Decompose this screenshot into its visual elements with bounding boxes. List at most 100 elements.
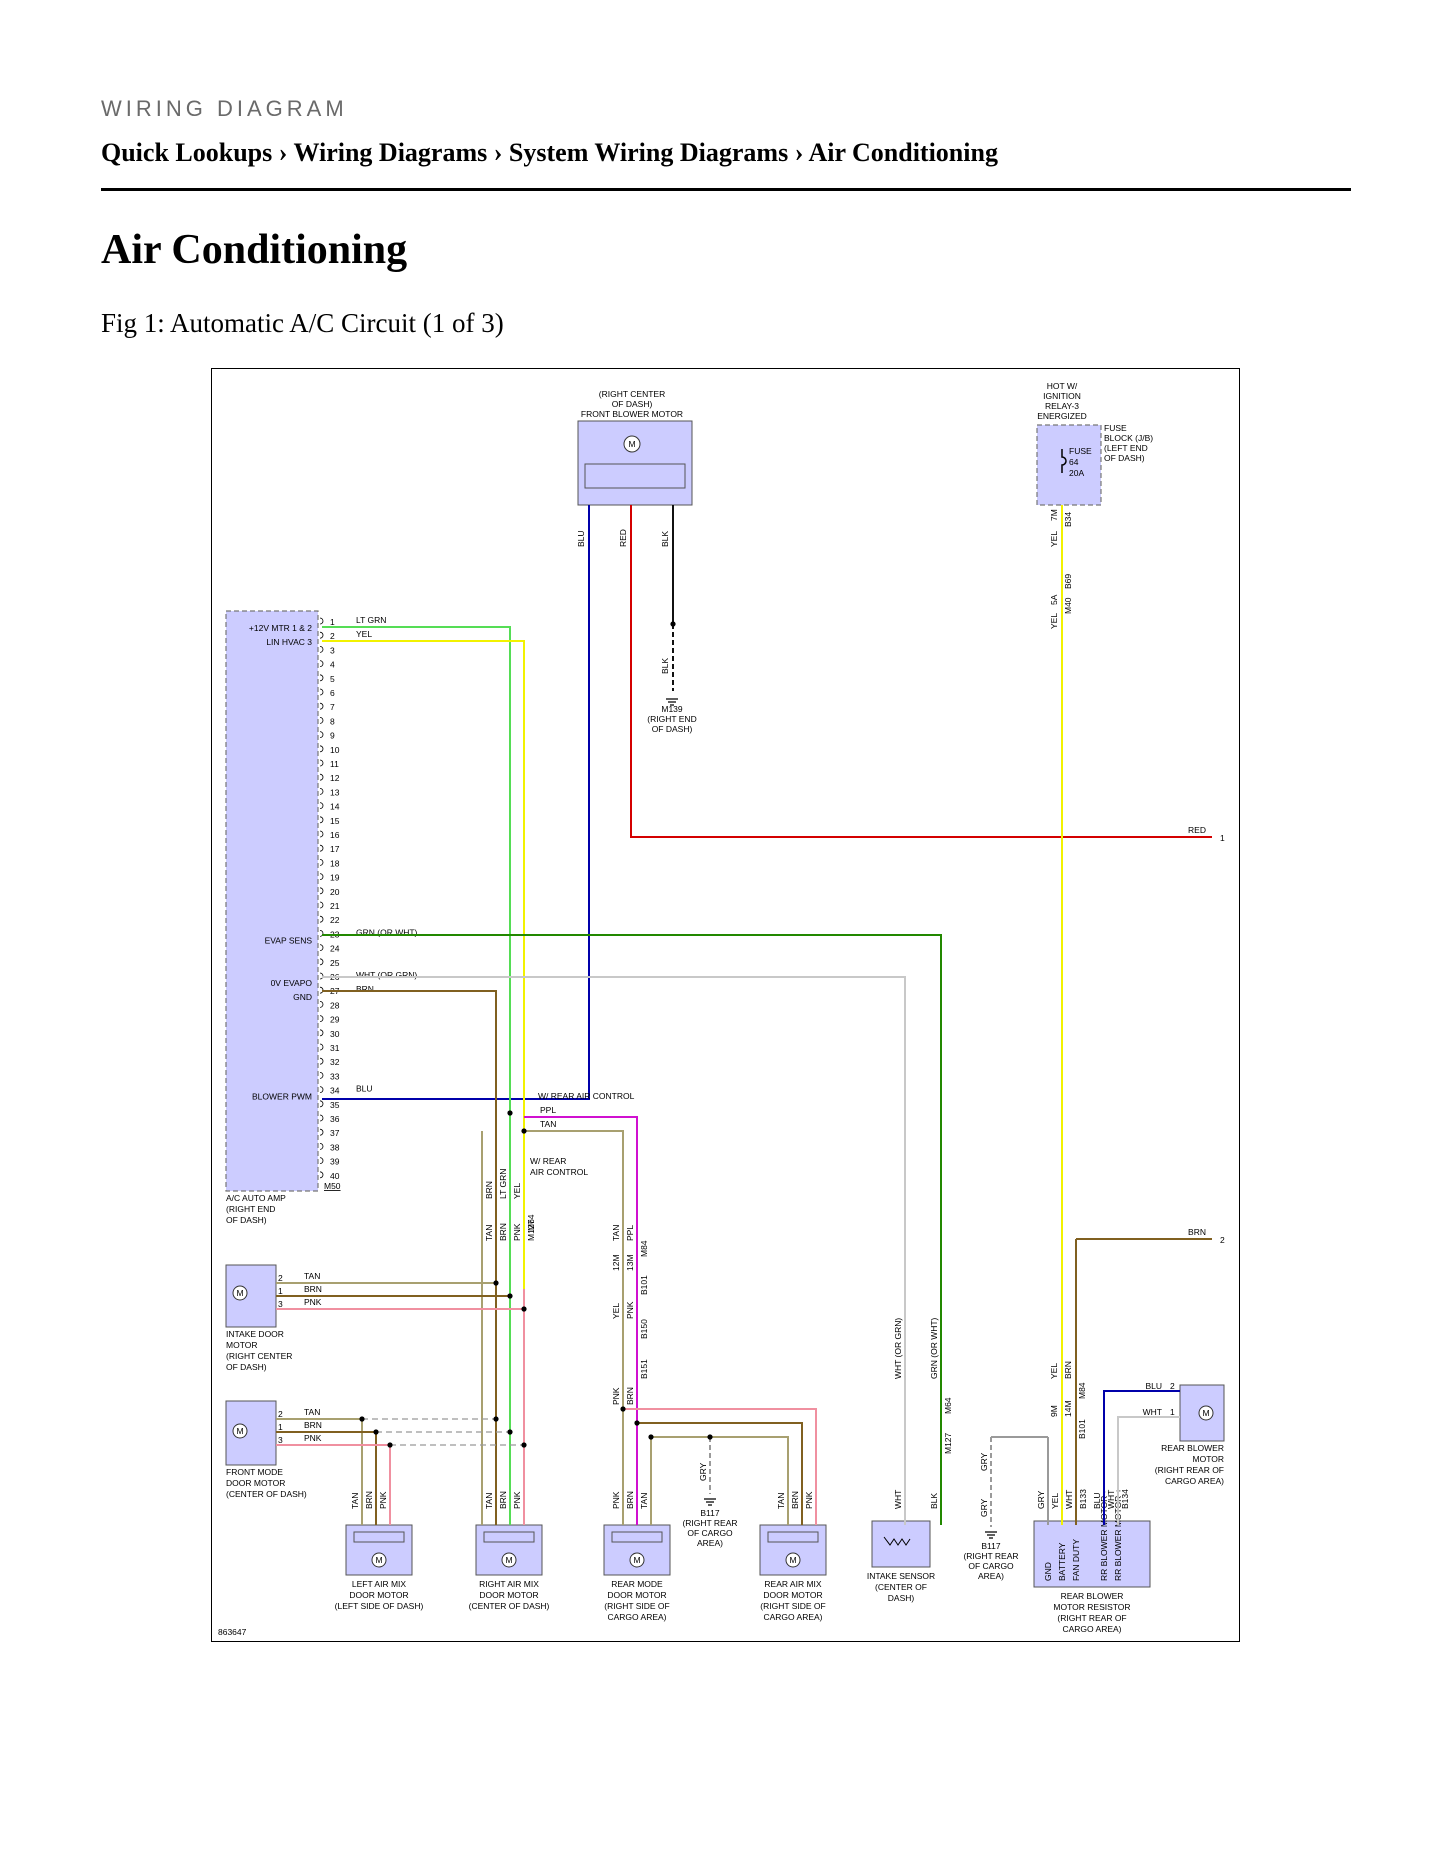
- vertical-wire-label: BRN: [364, 1491, 374, 1509]
- connector-terminal-icon: [319, 1157, 324, 1164]
- amp-pin-number: 29: [330, 1015, 340, 1025]
- breadcrumb-separator: ›: [794, 138, 804, 167]
- ltgrn-wire: [322, 626, 511, 1525]
- vertical-wire-label: YEL: [1049, 1363, 1059, 1379]
- vertical-wire-label: PNK: [804, 1491, 814, 1509]
- front-blower-label: FRONT BLOWER MOTOR: [581, 409, 683, 419]
- left-airmix-label: DOOR MOTOR: [349, 1590, 408, 1600]
- ground-icon: [985, 1531, 997, 1539]
- wire-label-pnk: PNK: [304, 1433, 322, 1443]
- pnk-wire: [276, 1444, 391, 1525]
- vertical-wire-label: M84: [1077, 1382, 1087, 1399]
- rear-airmix-label: (RIGHT SIDE OF: [760, 1601, 826, 1611]
- vertical-wire-label: YEL: [512, 1183, 522, 1199]
- ground-label: (RIGHT END: [647, 714, 696, 724]
- splice-dot: [359, 1416, 365, 1422]
- pin-number: 2: [278, 1273, 283, 1283]
- vertical-wire-label: B133: [1078, 1489, 1088, 1509]
- left-airmix-label: (LEFT SIDE OF DASH): [335, 1601, 424, 1611]
- connector-terminal-icon: [319, 944, 324, 951]
- tan-wire: [651, 1436, 789, 1525]
- brn-wire: [637, 1422, 803, 1525]
- vertical-wire-label: TAN: [611, 1225, 621, 1241]
- front-blower-motor-body: [577, 420, 693, 506]
- amp-pin-number: 30: [330, 1029, 340, 1039]
- fuse-block-body: [1036, 424, 1102, 506]
- blu-wire: [322, 505, 590, 1100]
- vertical-wire-label: B101: [639, 1275, 649, 1295]
- amp-pin-number: 5: [330, 674, 335, 684]
- vertical-wire-label: M40: [1063, 597, 1073, 614]
- connector-terminal-icon: [319, 1072, 324, 1079]
- amp-pin-number: 14: [330, 802, 340, 812]
- intake-sensor-label: DASH): [888, 1593, 915, 1603]
- fuse-label: FUSE: [1069, 446, 1092, 456]
- ground-b117-label: AREA): [978, 1571, 1004, 1581]
- amp-pin-name: 0V EVAPO: [271, 978, 313, 988]
- breadcrumb-wiring-diagrams[interactable]: Wiring Diagrams: [293, 138, 488, 167]
- intake-sensor: [871, 1520, 931, 1568]
- amp-pin-number: 18: [330, 858, 340, 868]
- splice-dot: [493, 1416, 499, 1422]
- right-airmix-motor: M: [475, 1524, 543, 1576]
- connector-terminal-icon: [319, 844, 324, 852]
- connector-terminal-icon: [319, 759, 324, 767]
- fuse-label: 64: [1069, 457, 1079, 467]
- wire-label-brn: BRN: [304, 1284, 322, 1294]
- wire-label-ppl: PPL: [540, 1105, 556, 1115]
- offpage-ref: 2: [1220, 1235, 1225, 1245]
- vertical-wire-label: M84: [639, 1240, 649, 1257]
- vertical-wire-label: WHT (OR GRN): [893, 1318, 903, 1379]
- vertical-wire-label: GRY: [979, 1452, 989, 1471]
- front-mode-label: DOOR MOTOR: [226, 1478, 285, 1488]
- vertical-wire-label: BRN: [625, 1491, 635, 1509]
- vertical-wire-label: TAN: [484, 1493, 494, 1509]
- breadcrumb-quick-lookups[interactable]: Quick Lookups: [101, 138, 273, 167]
- connector-terminal-icon: [319, 773, 324, 781]
- vertical-wire-label: WHT: [1064, 1490, 1074, 1509]
- amp-pin-wire-label: LT GRN: [356, 615, 386, 625]
- left-airmix-motor: M: [345, 1524, 413, 1576]
- ac-auto-amp-body: [225, 610, 319, 1192]
- ground-b117-label: (RIGHT REAR: [682, 1518, 737, 1528]
- hot-label: IGNITION: [1043, 391, 1081, 401]
- connector-terminal-icon: [319, 1043, 324, 1051]
- vertical-wire-label: B69: [1063, 574, 1073, 589]
- amp-pin-name: EVAP SENS: [265, 935, 313, 945]
- breadcrumb-system-wiring-diagrams[interactable]: System Wiring Diagrams: [508, 138, 789, 167]
- vertical-wire-label: PNK: [512, 1491, 522, 1509]
- connector-terminal-icon: [319, 958, 324, 966]
- blu-wire: [1103, 1390, 1180, 1525]
- motor-icon: M: [236, 1288, 243, 1298]
- w-rear-label: W/ REAR AIR CONTROL: [538, 1091, 635, 1101]
- motor-icon: [232, 1423, 248, 1439]
- pin-number: 3: [278, 1299, 283, 1309]
- vertical-wire-label: 13M: [625, 1254, 635, 1271]
- connector-terminal-icon: [319, 887, 324, 895]
- vertical-wire-label: B101: [1077, 1419, 1087, 1439]
- splice-dot: [670, 621, 676, 627]
- section-kicker: WIRING DIAGRAM: [101, 96, 348, 121]
- connector-terminal-icon: [319, 1114, 324, 1122]
- splice-dot: [521, 1128, 527, 1134]
- wire-label-wht: WHT: [1143, 1407, 1162, 1417]
- wire-label-tan: TAN: [304, 1271, 320, 1281]
- rear-mode-motor: M: [603, 1524, 671, 1576]
- breadcrumb-air-conditioning[interactable]: Air Conditioning: [808, 138, 998, 167]
- connector-terminal-icon: [319, 901, 324, 909]
- ground-b117-label: B117: [981, 1541, 1000, 1551]
- pin-number: 2: [278, 1409, 283, 1419]
- amp-pin-number: 32: [330, 1057, 340, 1067]
- splice-dot: [387, 1442, 393, 1448]
- connector-terminal-icon: [319, 646, 324, 653]
- pnk-wire: [623, 1408, 817, 1525]
- amp-pin-number: 12: [330, 773, 340, 783]
- vertical-wire-label: PPL: [625, 1225, 635, 1241]
- front-blower-label: (RIGHT CENTER: [599, 389, 665, 399]
- vertical-wire-label: M64: [943, 1397, 953, 1414]
- connector-terminal-icon: [319, 1086, 324, 1093]
- amp-pin-number: 2: [330, 631, 335, 641]
- connector-terminal-icon: [319, 674, 324, 682]
- vertical-wire-label: BRN: [790, 1491, 800, 1509]
- tan-wire: [524, 1130, 624, 1525]
